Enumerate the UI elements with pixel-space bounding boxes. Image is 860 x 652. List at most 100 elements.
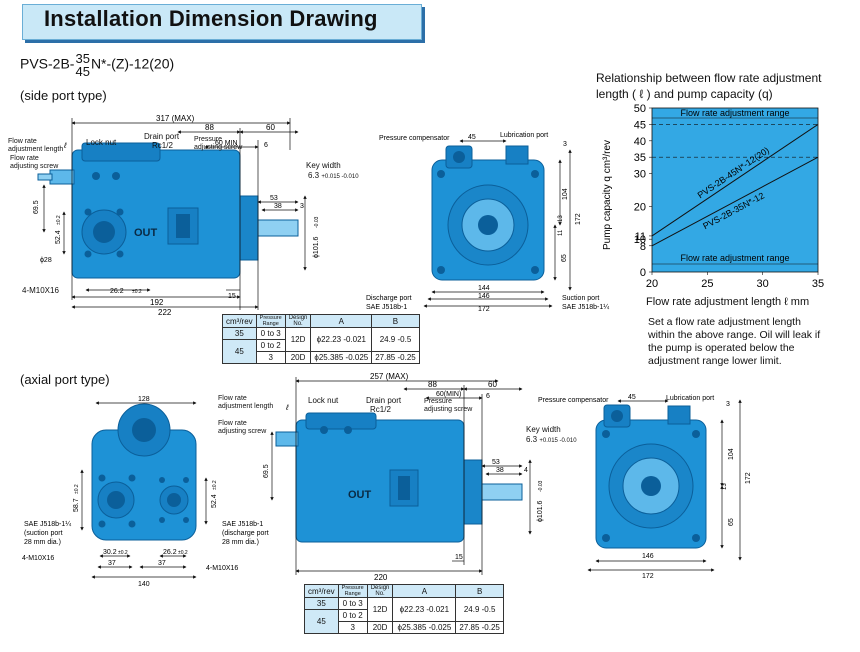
- axial-side-dim-60min: 60(MIN): [436, 391, 461, 398]
- table-header-cell: A: [310, 314, 373, 328]
- table-cell: 27.85 -0.25: [455, 621, 504, 634]
- table-header-cell: Design No.: [284, 314, 312, 328]
- axial-side-pump: [275, 412, 523, 543]
- side-dim-15: 15: [228, 293, 236, 300]
- table-cell: 24.9 -0.5: [371, 327, 420, 352]
- spec-table-side: cm³/rev Pressure Range Design No. A B 35…: [222, 314, 420, 364]
- axial-key-width-label: Key width: [526, 425, 561, 434]
- axial-side-dim-53: 53: [492, 459, 500, 466]
- table-row: 35 0 to 3 12D ϕ22.23 -0.021 24.9 -0.5: [304, 597, 504, 622]
- graph-title-line-1: Relationship between flow rate adjustmen…: [596, 71, 822, 85]
- side-dim-88: 88: [205, 123, 214, 132]
- axial-side-dim-6: 6: [486, 393, 490, 400]
- axial-end-lub-label: Lubrication port: [666, 395, 714, 402]
- chart-y-tick-label: 8: [640, 241, 646, 253]
- model-frac-top: 35: [75, 51, 90, 66]
- side-end-dim-11: 11: [558, 229, 564, 236]
- axial-front-dim-26: 26.2: [163, 549, 177, 556]
- chart-series-line: [651, 123, 819, 237]
- axial-front-dim-37b: 37: [158, 560, 166, 567]
- axial-side-dim-60: 60: [488, 380, 497, 389]
- chart-y-tick-label: 35: [634, 152, 646, 164]
- side-drain-port-label: Drain port: [144, 132, 180, 141]
- chart-y-tick-label: 45: [634, 119, 646, 131]
- axial-side-dim-69: 69.5: [263, 464, 270, 478]
- axial-front-dim-58: 58.7: [73, 498, 80, 512]
- side-flow-length-label: Flow rate adjustment length: [8, 138, 64, 153]
- axial-front-dim-30-tol: ±0.2: [118, 550, 128, 556]
- side-end-discharge-label: Discharge port: [366, 295, 412, 302]
- table-header-row: cm³/rev Pressure Range Design No. A B: [304, 584, 504, 598]
- side-end-dim-3: 3: [563, 141, 567, 148]
- axial-side-dim-l: ℓ: [285, 403, 289, 412]
- axial-pressure-screw-label: Pressure adjusting screw: [424, 398, 473, 413]
- side-end-pc-label: Pressure compensator: [379, 135, 450, 142]
- table-row: 45 0 to 2: [304, 609, 504, 634]
- model-prefix: PVS-2B-: [20, 55, 75, 72]
- table-cell: 45: [222, 339, 257, 364]
- side-key-width-label: Key width: [306, 161, 341, 170]
- axial-end-dim-172v: 172: [745, 472, 752, 484]
- side-end-pump: [431, 145, 545, 281]
- side-dim-60: 60: [266, 123, 275, 132]
- chart-x-tick-label: 30: [757, 278, 769, 290]
- side-end-dim-45: 45: [468, 134, 476, 141]
- axial-front-dim-52: 52.4: [211, 494, 218, 508]
- axial-front-suction-desc: (suction port: [24, 530, 63, 537]
- chart-series-line: [651, 156, 819, 247]
- axial-front-dim-140: 140: [138, 581, 150, 588]
- table-row: 3 20D ϕ25.385 -0.025 27.85 -0.25: [223, 351, 420, 364]
- axial-front-dim-37a: 37: [108, 560, 116, 567]
- axial-drain-port-label: Drain port: [366, 396, 402, 405]
- axial-port-type-label: (axial port type): [20, 372, 110, 387]
- chart-x-tick-label: 35: [812, 278, 824, 290]
- table-cell: 20D: [284, 351, 312, 364]
- table-header-cell: B: [455, 584, 504, 598]
- side-end-dim-104: 104: [562, 188, 569, 200]
- side-dim-192: 192: [150, 298, 164, 307]
- table-cell: 45: [304, 609, 339, 634]
- table-cell: ϕ25.385 -0.025: [392, 621, 457, 634]
- graph-note: Set a flow rate adjustment length within…: [648, 316, 821, 367]
- side-dim-60min: 60 MIN: [215, 140, 238, 147]
- side-lock-nut-label: Lock nut: [86, 138, 117, 147]
- side-dim-52-tol: ±0.2: [56, 215, 62, 225]
- side-dim-222: 222: [158, 308, 172, 317]
- axial-side-dim-38: 38: [496, 467, 504, 474]
- axial-end-dim-146: 146: [642, 553, 654, 560]
- table-header-cell: Pressure Range: [337, 584, 368, 598]
- axial-front-discharge-desc: (discharge port: [222, 530, 269, 537]
- model-frac-bottom: 45: [75, 64, 90, 79]
- side-dim-shaft: ϕ101.6: [313, 236, 320, 258]
- table-row: 45 0 to 2: [222, 339, 420, 364]
- side-end-discharge-std: SAE J518b-1: [366, 304, 407, 311]
- table-header-cell: Design No.: [366, 584, 394, 598]
- side-end-suction-label: Suction port: [562, 295, 599, 302]
- side-key-width-value: 6.3 +0.015 -0.010: [308, 171, 359, 181]
- graph-title: Relationship between flow rate adjustmen…: [596, 70, 821, 102]
- table-header-cell: cm³/rev: [222, 314, 257, 328]
- axial-side-dim-88: 88: [428, 380, 437, 389]
- side-dim-38: 38: [274, 203, 282, 210]
- axial-front-dim-52-tol: ±0.2: [212, 480, 218, 490]
- table-header-cell: B: [371, 314, 420, 328]
- table-cell: ϕ25.385 -0.025: [310, 351, 373, 364]
- range-bottom-label: Flow rate adjustment range: [680, 253, 789, 263]
- axial-front-dim-58-tol: ±0.2: [74, 484, 80, 494]
- side-end-dim-144: 144: [478, 285, 490, 292]
- table-cell: 0 to 2: [255, 339, 286, 352]
- axial-key-val: 6.3: [526, 435, 538, 444]
- chart-plot-area: [651, 107, 819, 273]
- axial-flow-length-label: Flow rate adjustment length: [218, 395, 274, 410]
- table-cell: 3: [255, 351, 286, 364]
- axial-flow-screw-label: Flow rate adjusting screw: [218, 420, 267, 435]
- table-header-cell: Pressure Range: [255, 314, 286, 328]
- side-dim-shaft-tol: -0.03: [314, 216, 320, 228]
- chart-x-tick-label: 20: [646, 278, 658, 290]
- table-cell: ϕ22.23 -0.021: [392, 597, 457, 622]
- axial-front-discharge-std: SAE J518b-1: [222, 521, 263, 528]
- side-dim-52: 52.4: [55, 230, 62, 244]
